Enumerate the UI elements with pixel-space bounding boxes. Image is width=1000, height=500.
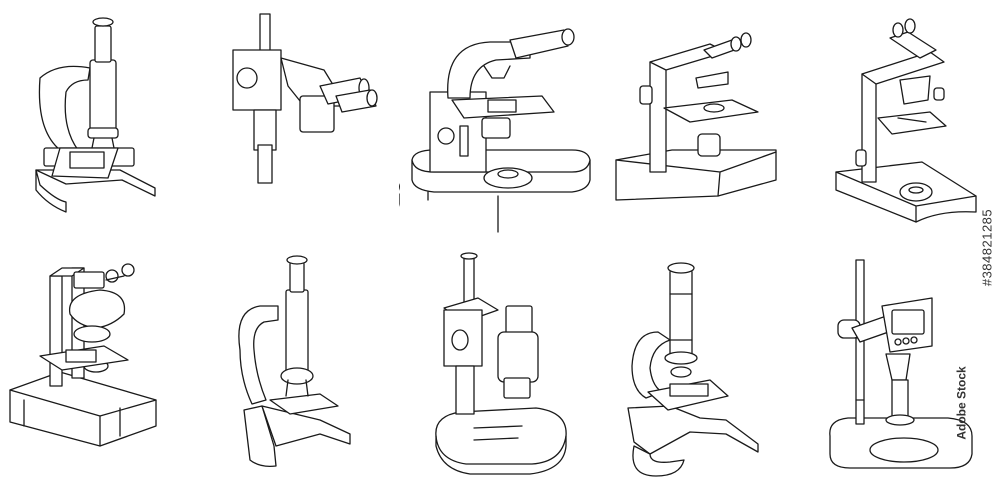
microscope-icon-2 [200, 0, 400, 250]
microscope-icon-9 [600, 250, 800, 500]
microscope-icon-7 [200, 250, 400, 500]
microscope-icon-8 [400, 250, 600, 500]
microscope-icon-4 [600, 0, 800, 250]
stock-image-id: #384821285 [979, 208, 995, 287]
microscope-icon-5 [800, 0, 1000, 250]
microscope-icon-3 [400, 0, 600, 250]
microscope-icon-1 [0, 0, 200, 250]
microscope-icon-6 [0, 250, 200, 500]
microscope-icon-10 [800, 250, 1000, 500]
stock-brand-logo: Adobe Stock [954, 366, 969, 440]
